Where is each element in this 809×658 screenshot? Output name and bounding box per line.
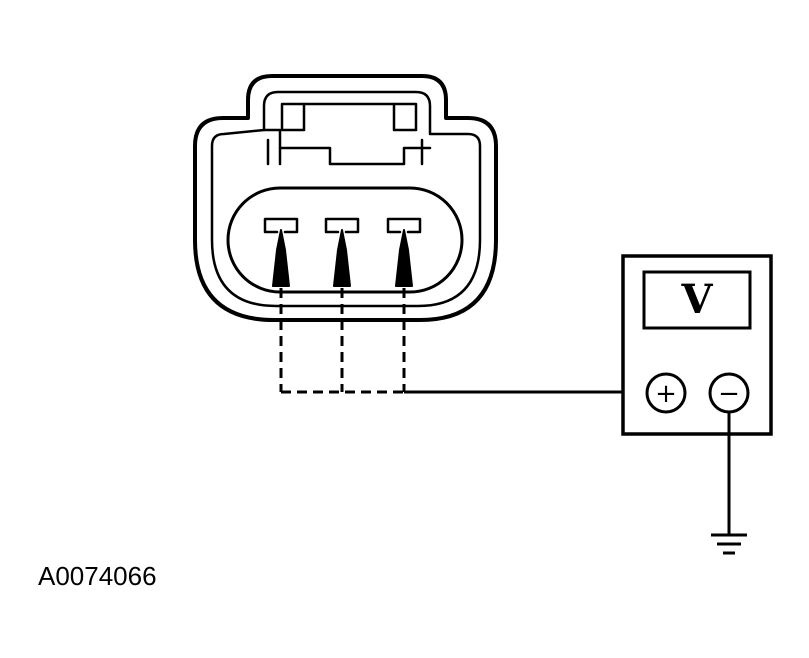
pin-slot-3	[386, 217, 422, 234]
dashed-wiring	[279, 288, 406, 394]
meter-display-symbol: V	[680, 276, 713, 323]
terminal-cavity	[226, 186, 464, 294]
positive-terminal-label: +	[655, 379, 677, 409]
probe-3	[395, 229, 413, 287]
pin-slots	[263, 217, 422, 234]
positive-terminal	[645, 372, 687, 414]
negative-terminal-label: −	[718, 379, 740, 409]
ground-symbol	[711, 533, 747, 555]
test-probes	[272, 229, 413, 287]
connector	[193, 74, 498, 322]
locking-tab	[262, 102, 432, 166]
probe-2	[333, 229, 351, 287]
pin-slot-2	[324, 217, 360, 234]
figure-reference-code: A0074066	[38, 561, 157, 591]
probe-1	[272, 229, 290, 287]
pin-slot-1	[263, 217, 299, 234]
voltmeter: V + −	[621, 254, 773, 436]
connector-inner-outline	[210, 90, 482, 308]
connector-outer-body	[193, 74, 498, 322]
meter-display	[642, 270, 752, 330]
